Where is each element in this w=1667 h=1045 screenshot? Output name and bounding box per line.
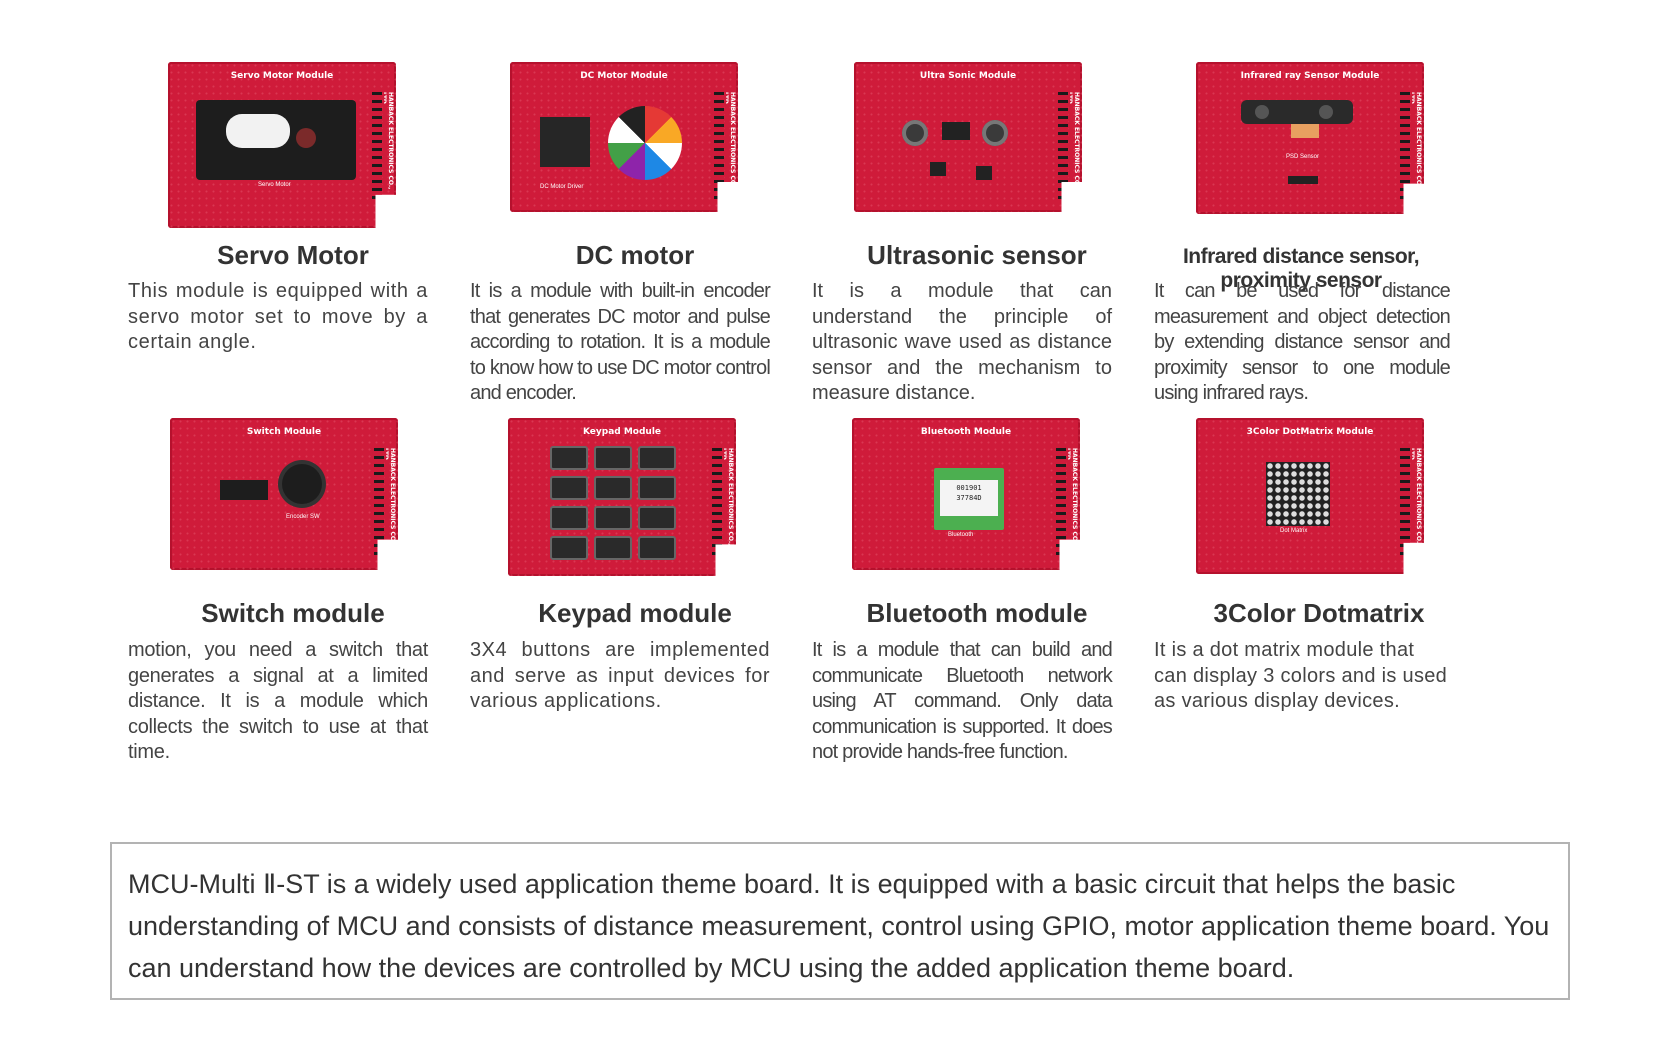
servo-board-image: Servo Motor Module HANBACK ELECTRONICS C… [168, 62, 396, 228]
ultrasonic-transducer-left [902, 120, 928, 146]
board-vendor: HANBACK ELECTRONICS CO., LTD. [1068, 448, 1078, 546]
ultrasonic-transducer-right [982, 120, 1008, 146]
ultrasonic-chip-3 [976, 166, 992, 180]
psd-connector [1291, 124, 1319, 138]
bluetooth-chip: 001901 37784D [934, 468, 1004, 530]
board-vendor: HANBACK ELECTRONICS CO., LTD. [1070, 92, 1080, 190]
dotmatrix-board-image: 3Color DotMatrix Module HANBACK ELECTRON… [1196, 418, 1424, 574]
board-sublabel: DC Motor Driver [540, 184, 584, 190]
ultrasonic-chip [942, 122, 970, 140]
module-title: Servo Motor [217, 240, 369, 270]
module-title: Infrared distance sensor, proximity sens… [1182, 245, 1420, 292]
board-sublabel: Dot Matrix [1280, 528, 1308, 534]
infrared-board-image: Infrared ray Sensor Module HANBACK ELECT… [1196, 62, 1424, 214]
board-sublabel: Bluetooth [948, 532, 974, 538]
psd-sensor [1241, 100, 1353, 124]
ultrasonic-chip-2 [930, 162, 946, 176]
pin-header [712, 448, 722, 556]
board-label: Keypad Module [582, 427, 662, 437]
pin-header [1400, 448, 1410, 556]
board-label: Bluetooth Module [920, 427, 1012, 437]
board-vendor: HANBACK ELECTRONICS CO., LTD. [726, 92, 736, 190]
module-description: It is a dot matrix module that can displ… [1154, 639, 1448, 712]
board-sublabel: PSD Sensor [1286, 154, 1320, 160]
board-label: 3Color DotMatrix Module [1246, 427, 1374, 437]
ultrasonic-board-image: Ultra Sonic Module HANBACK ELECTRONICS C… [854, 62, 1082, 212]
servo-motor-component [196, 100, 356, 180]
pin-header [374, 448, 384, 556]
board-label: Switch Module [246, 427, 322, 437]
summary-text: MCU-Multi Ⅱ-ST is a widely used applicat… [128, 869, 1550, 983]
keypad-board-image: Keypad Module HANBACK ELECTRONICS CO., L… [508, 418, 736, 576]
module-description: 3X4 buttons are implemented and serve as… [470, 639, 770, 712]
module-description: It is a module with built-in encoder tha… [470, 280, 771, 404]
motor-driver-chip [540, 117, 590, 167]
module-description: motion, you need a switch that generates… [128, 639, 428, 763]
board-label: DC Motor Module [580, 71, 668, 81]
module-description: It is a module that can understand the p… [812, 280, 1112, 404]
board-vendor: HANBACK ELECTRONICS CO., LTD. [386, 448, 396, 546]
pin-header [714, 92, 724, 200]
module-title: DC motor [575, 240, 695, 270]
module-title: 3Color Dotmatrix [1213, 598, 1425, 628]
board-sublabel: Encoder SW [286, 514, 320, 520]
summary-box: MCU-Multi Ⅱ-ST is a widely used applicat… [110, 842, 1570, 1000]
board-vendor: HANBACK ELECTRONICS CO., LTD. [384, 92, 394, 190]
module-grid: Servo Motor Module HANBACK ELECTRONICS C… [128, 62, 1451, 763]
rotary-encoder [282, 464, 322, 504]
board-vendor: HANBACK ELECTRONICS CO., LTD. [1412, 448, 1422, 546]
module-title: Keypad module [538, 598, 732, 628]
board-label: Servo Motor Module [230, 71, 334, 81]
board-sublabel: Servo Motor [258, 182, 291, 188]
module-description: This module is equipped with a servo mot… [128, 280, 428, 353]
switch-board-image: Switch Module HANBACK ELECTRONICS CO., L… [170, 418, 398, 570]
bluetooth-chip-label: 001901 37784D [940, 480, 998, 516]
encoder-disc [608, 106, 682, 180]
module-title: Switch module [201, 598, 385, 628]
pin-header [1400, 92, 1410, 200]
dc-motor-board-image: DC Motor Module HANBACK ELECTRONICS CO.,… [510, 62, 738, 212]
module-title: Ultrasonic sensor [867, 240, 1087, 270]
module-title: Bluetooth module [866, 598, 1088, 628]
led-dot-matrix [1266, 462, 1330, 526]
keypad-buttons [550, 446, 676, 560]
pin-header [1056, 448, 1066, 556]
module-description: It is a module that can build and commun… [812, 639, 1113, 763]
board-label: Ultra Sonic Module [919, 71, 1017, 81]
pin-header [1058, 92, 1068, 200]
board-label: Infrared ray Sensor Module [1240, 71, 1380, 81]
board-vendor: HANBACK ELECTRONICS CO., LTD. [724, 448, 734, 546]
bluetooth-board-image: Bluetooth Module HANBACK ELECTRONICS CO.… [852, 418, 1080, 570]
micro-switch [220, 480, 268, 500]
pin-header [372, 92, 382, 200]
module-description: It can be used for distance measurement … [1154, 280, 1451, 404]
board-vendor: HANBACK ELECTRONICS CO., LTD. [1412, 92, 1422, 190]
proximity-sensor [1288, 176, 1318, 184]
